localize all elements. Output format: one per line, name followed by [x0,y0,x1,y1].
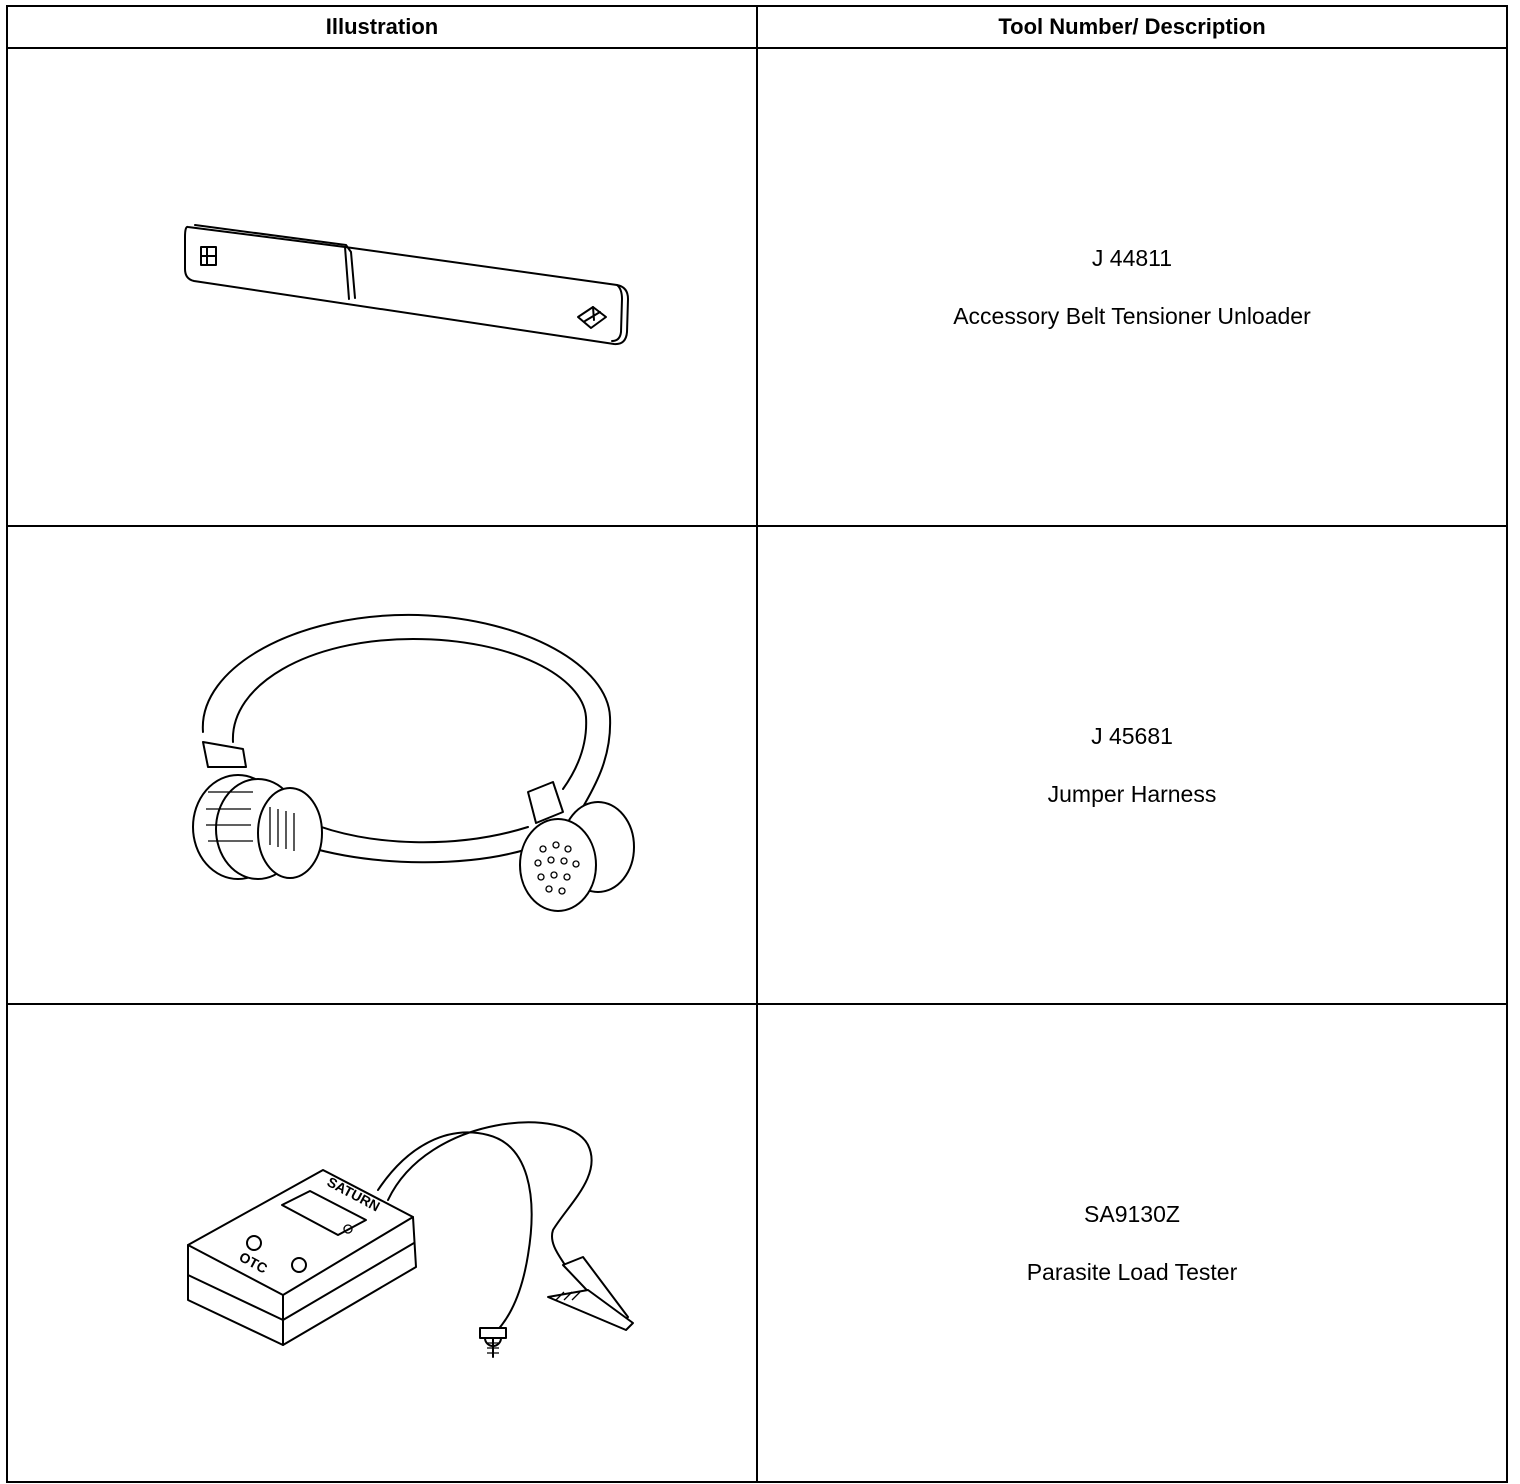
right-connector [519,781,635,912]
illustration-cell: SATURN OTC [6,1003,758,1483]
header-row: Illustration Tool Number/ Description [6,5,1508,49]
left-connector [192,741,323,880]
table-row: J 45681 Jumper Harness [6,525,1508,1005]
tensioner-unloader-illustration [184,224,629,346]
description-cell: J 45681 Jumper Harness [756,525,1508,1005]
ring-terminal [479,1327,507,1358]
illustration-cell [6,47,758,527]
description-cell: J 44811 Accessory Belt Tensioner Unloade… [756,47,1508,527]
illustration-header: Illustration [6,5,758,49]
table-row: J 44811 Accessory Belt Tensioner Unloade… [6,47,1508,527]
tool-number: SA9130Z [1084,1200,1180,1227]
description-cell: SA9130Z Parasite Load Tester [756,1003,1508,1483]
alligator-clip [547,1256,634,1331]
illustration-cell [6,525,758,1005]
tool-description: Accessory Belt Tensioner Unloader [953,302,1311,329]
description-header: Tool Number/ Description [756,5,1508,49]
parasite-load-tester-device: SATURN OTC [187,1121,634,1358]
tool-description: Jumper Harness [1047,780,1217,807]
tool-description: Parasite Load Tester [1026,1258,1238,1285]
tool-number: J 44811 [1091,244,1173,271]
special-tools-table: Illustration Tool Number/ Description [6,5,1508,1483]
jumper-harness-illustration [192,613,635,912]
table-row: SATURN OTC [6,1003,1508,1483]
jumper-harness-cable [192,613,635,912]
parasite-load-tester-illustration: SATURN OTC [187,1121,634,1358]
tensioner-unloader-tool [184,224,629,346]
tool-number: J 45681 [1091,722,1173,749]
